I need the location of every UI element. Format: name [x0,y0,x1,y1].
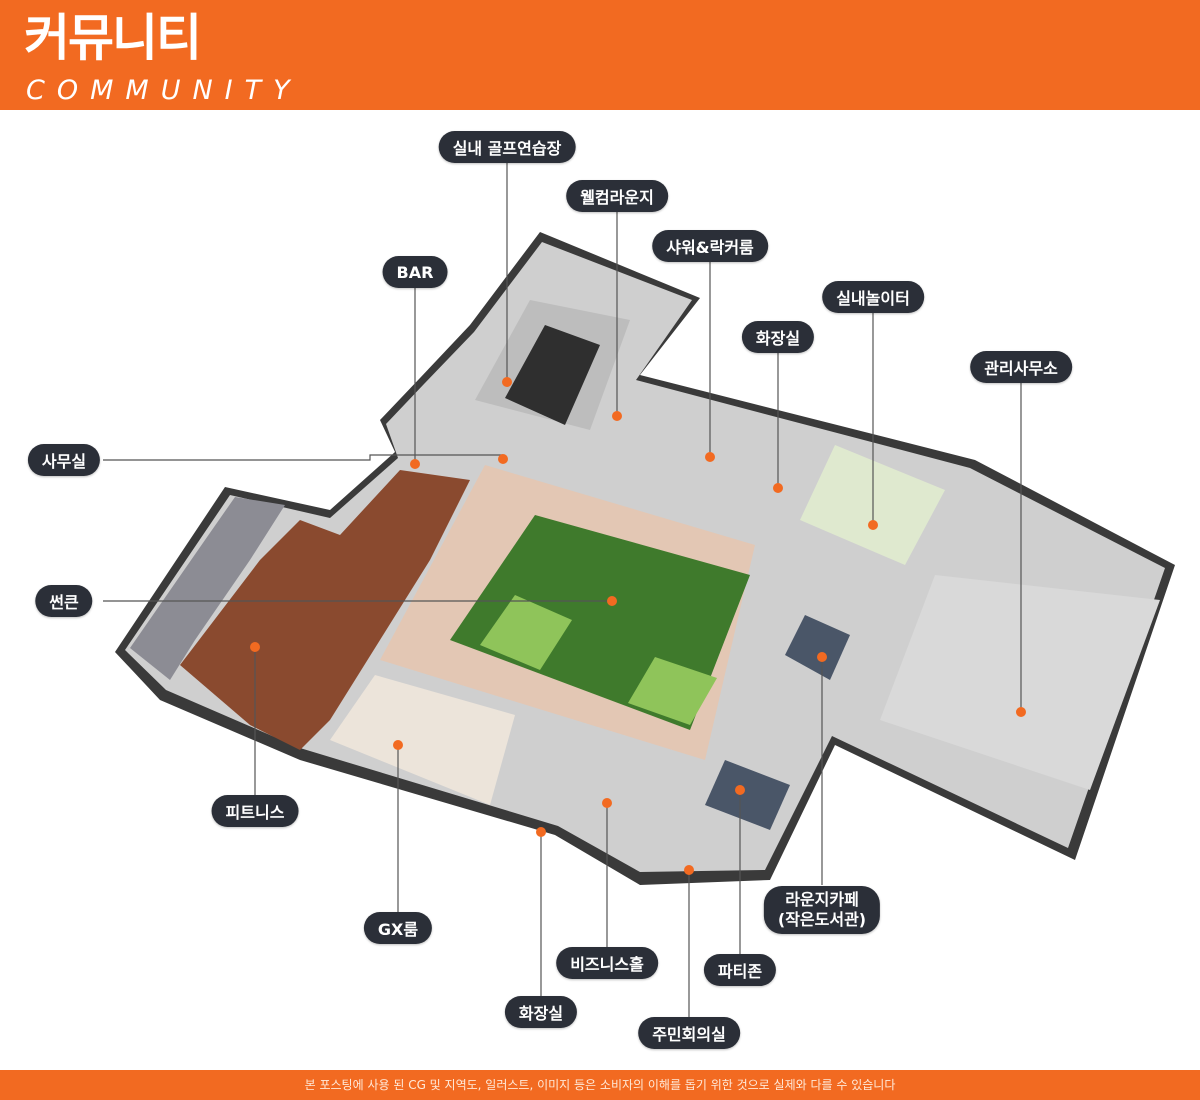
label-lounge-cafe: 라운지카페 (작은도서관) [763,886,881,934]
label-shower-locker: 샤워&락커룸 [652,230,768,262]
fitness-floor [180,470,470,750]
location-markers [250,377,1026,875]
footer-bar: 본 포스팅에 사용 된 CG 및 지역도, 일러스트, 이미지 등은 소비자의 … [0,1070,1200,1100]
management-floor [880,575,1160,790]
label-bar: BAR [382,256,448,288]
gx-room-floor [330,675,515,805]
label-fitness: 피트니스 [211,795,299,827]
leader-lines [103,163,1022,1018]
lawn-patch-2 [628,657,717,725]
page-title: 커뮤니티 [24,9,202,67]
label-indoor-playground: 실내놀이터 [822,281,924,313]
label-toilet-top: 화장실 [741,321,815,353]
lounge-furniture-2 [705,760,790,830]
label-indoor-golf: 실내 골프연습장 [438,131,576,163]
lounge-cafe-line2: (작은도서관) [777,910,867,929]
label-management-office: 관리사무소 [970,351,1072,383]
label-office: 사무실 [27,444,101,476]
label-business-hall: 비즈니스홀 [556,947,658,979]
label-welcome-lounge: 웰컴라운지 [566,180,668,212]
page-subtitle: COMMUNITY [26,75,302,106]
header-banner: 커뮤니티 COMMUNITY [0,0,1200,110]
label-residents-meeting-room: 주민회의실 [638,1017,740,1049]
lawn-patch-1 [480,595,572,670]
label-sunken: 썬큰 [35,585,93,617]
lounge-cafe-line1: 라운지카페 [785,890,859,909]
label-gx-room: GX룸 [363,912,433,944]
label-party-zone: 파티존 [703,954,777,986]
golf-mats [505,325,600,425]
fitness-grey-zone [130,497,285,680]
label-toilet-bottom: 화장실 [504,996,578,1028]
footer-disclaimer: 본 포스팅에 사용 된 CG 및 지역도, 일러스트, 이미지 등은 소비자의 … [304,1078,896,1092]
lounge-furniture [785,615,850,680]
